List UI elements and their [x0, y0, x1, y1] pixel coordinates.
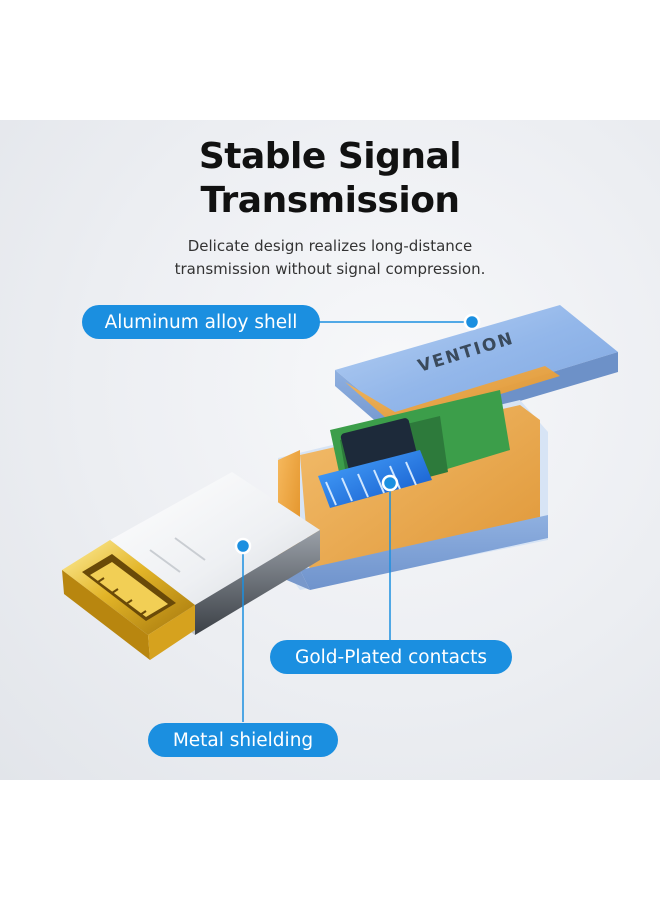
description-line-1: Delicate design realizes long-distance: [187, 237, 473, 255]
headline-line-1: Stable Signal: [198, 136, 462, 177]
gold-plated-contacts: [318, 450, 432, 508]
headline-line-2: Transmission: [200, 180, 460, 221]
callout-metal-shielding: Metal shielding: [148, 723, 338, 757]
bottom-shell: [278, 390, 548, 590]
product-panel: Stable Signal Transmission Delicate desi…: [0, 120, 660, 780]
gold-hdmi-port: [62, 540, 195, 660]
callout-gold-plated-contacts: Gold-Plated contacts: [270, 640, 512, 674]
description-line-2: transmission without signal compression.: [174, 260, 486, 278]
callout-leaders: [234, 313, 481, 722]
callout-aluminum-alloy-shell: Aluminum alloy shell: [82, 305, 320, 339]
hdmi-coupler-illustration: VENTION: [62, 305, 618, 722]
